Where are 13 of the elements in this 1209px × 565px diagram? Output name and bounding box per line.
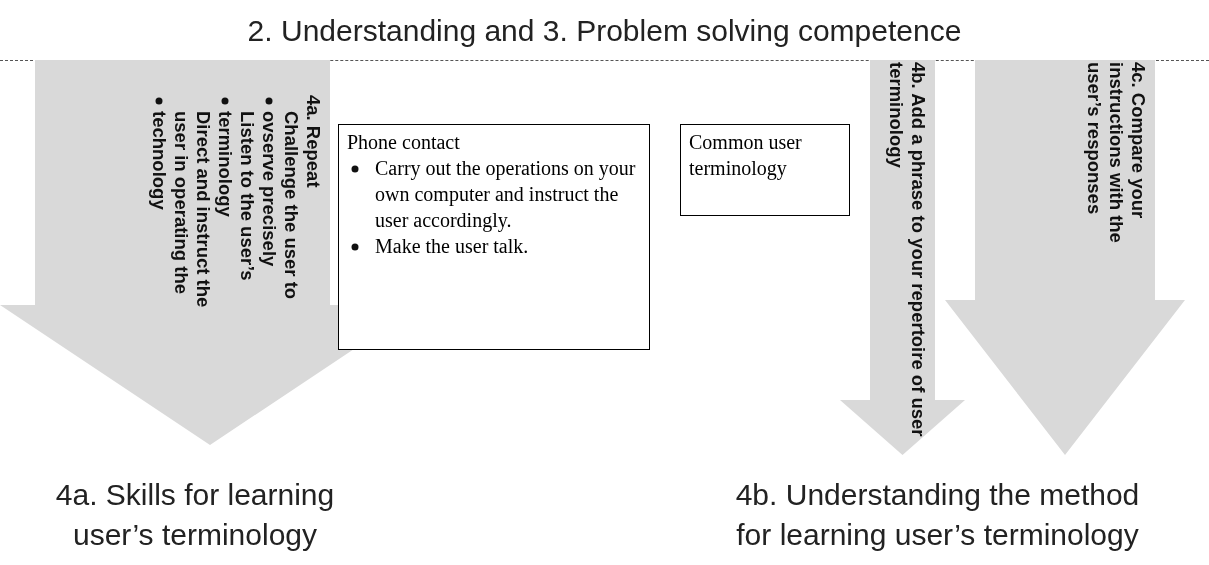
box-text: Phone contact bbox=[347, 131, 460, 153]
text-box bbox=[680, 124, 850, 216]
text-box bbox=[338, 124, 650, 350]
diagram-title: 2. Understanding and 3. Problem solving competence bbox=[246, 14, 963, 48]
bullet-text: Make the user talk. bbox=[375, 235, 529, 257]
caption-text: 4b. Understanding the method for learning user’s terminology bbox=[734, 477, 1141, 553]
arrow-heading: 4b. Add a phrase to your repertoire of user terminology bbox=[886, 62, 929, 437]
arrow-heading: 4c. Compare your instructions with the user’s responses bbox=[1084, 62, 1149, 243]
bullet-text: Direct and instruct the user in operating the technology bbox=[149, 111, 214, 308]
arrow-heading: 4a. Repeat bbox=[303, 95, 324, 188]
bullet-text: Carry out the operations on your own computer and instruct the user accordingly. bbox=[375, 157, 636, 231]
box-text: Common user terminology bbox=[689, 131, 802, 179]
caption-text: 4a. Skills for learning user’s terminology bbox=[54, 477, 336, 553]
